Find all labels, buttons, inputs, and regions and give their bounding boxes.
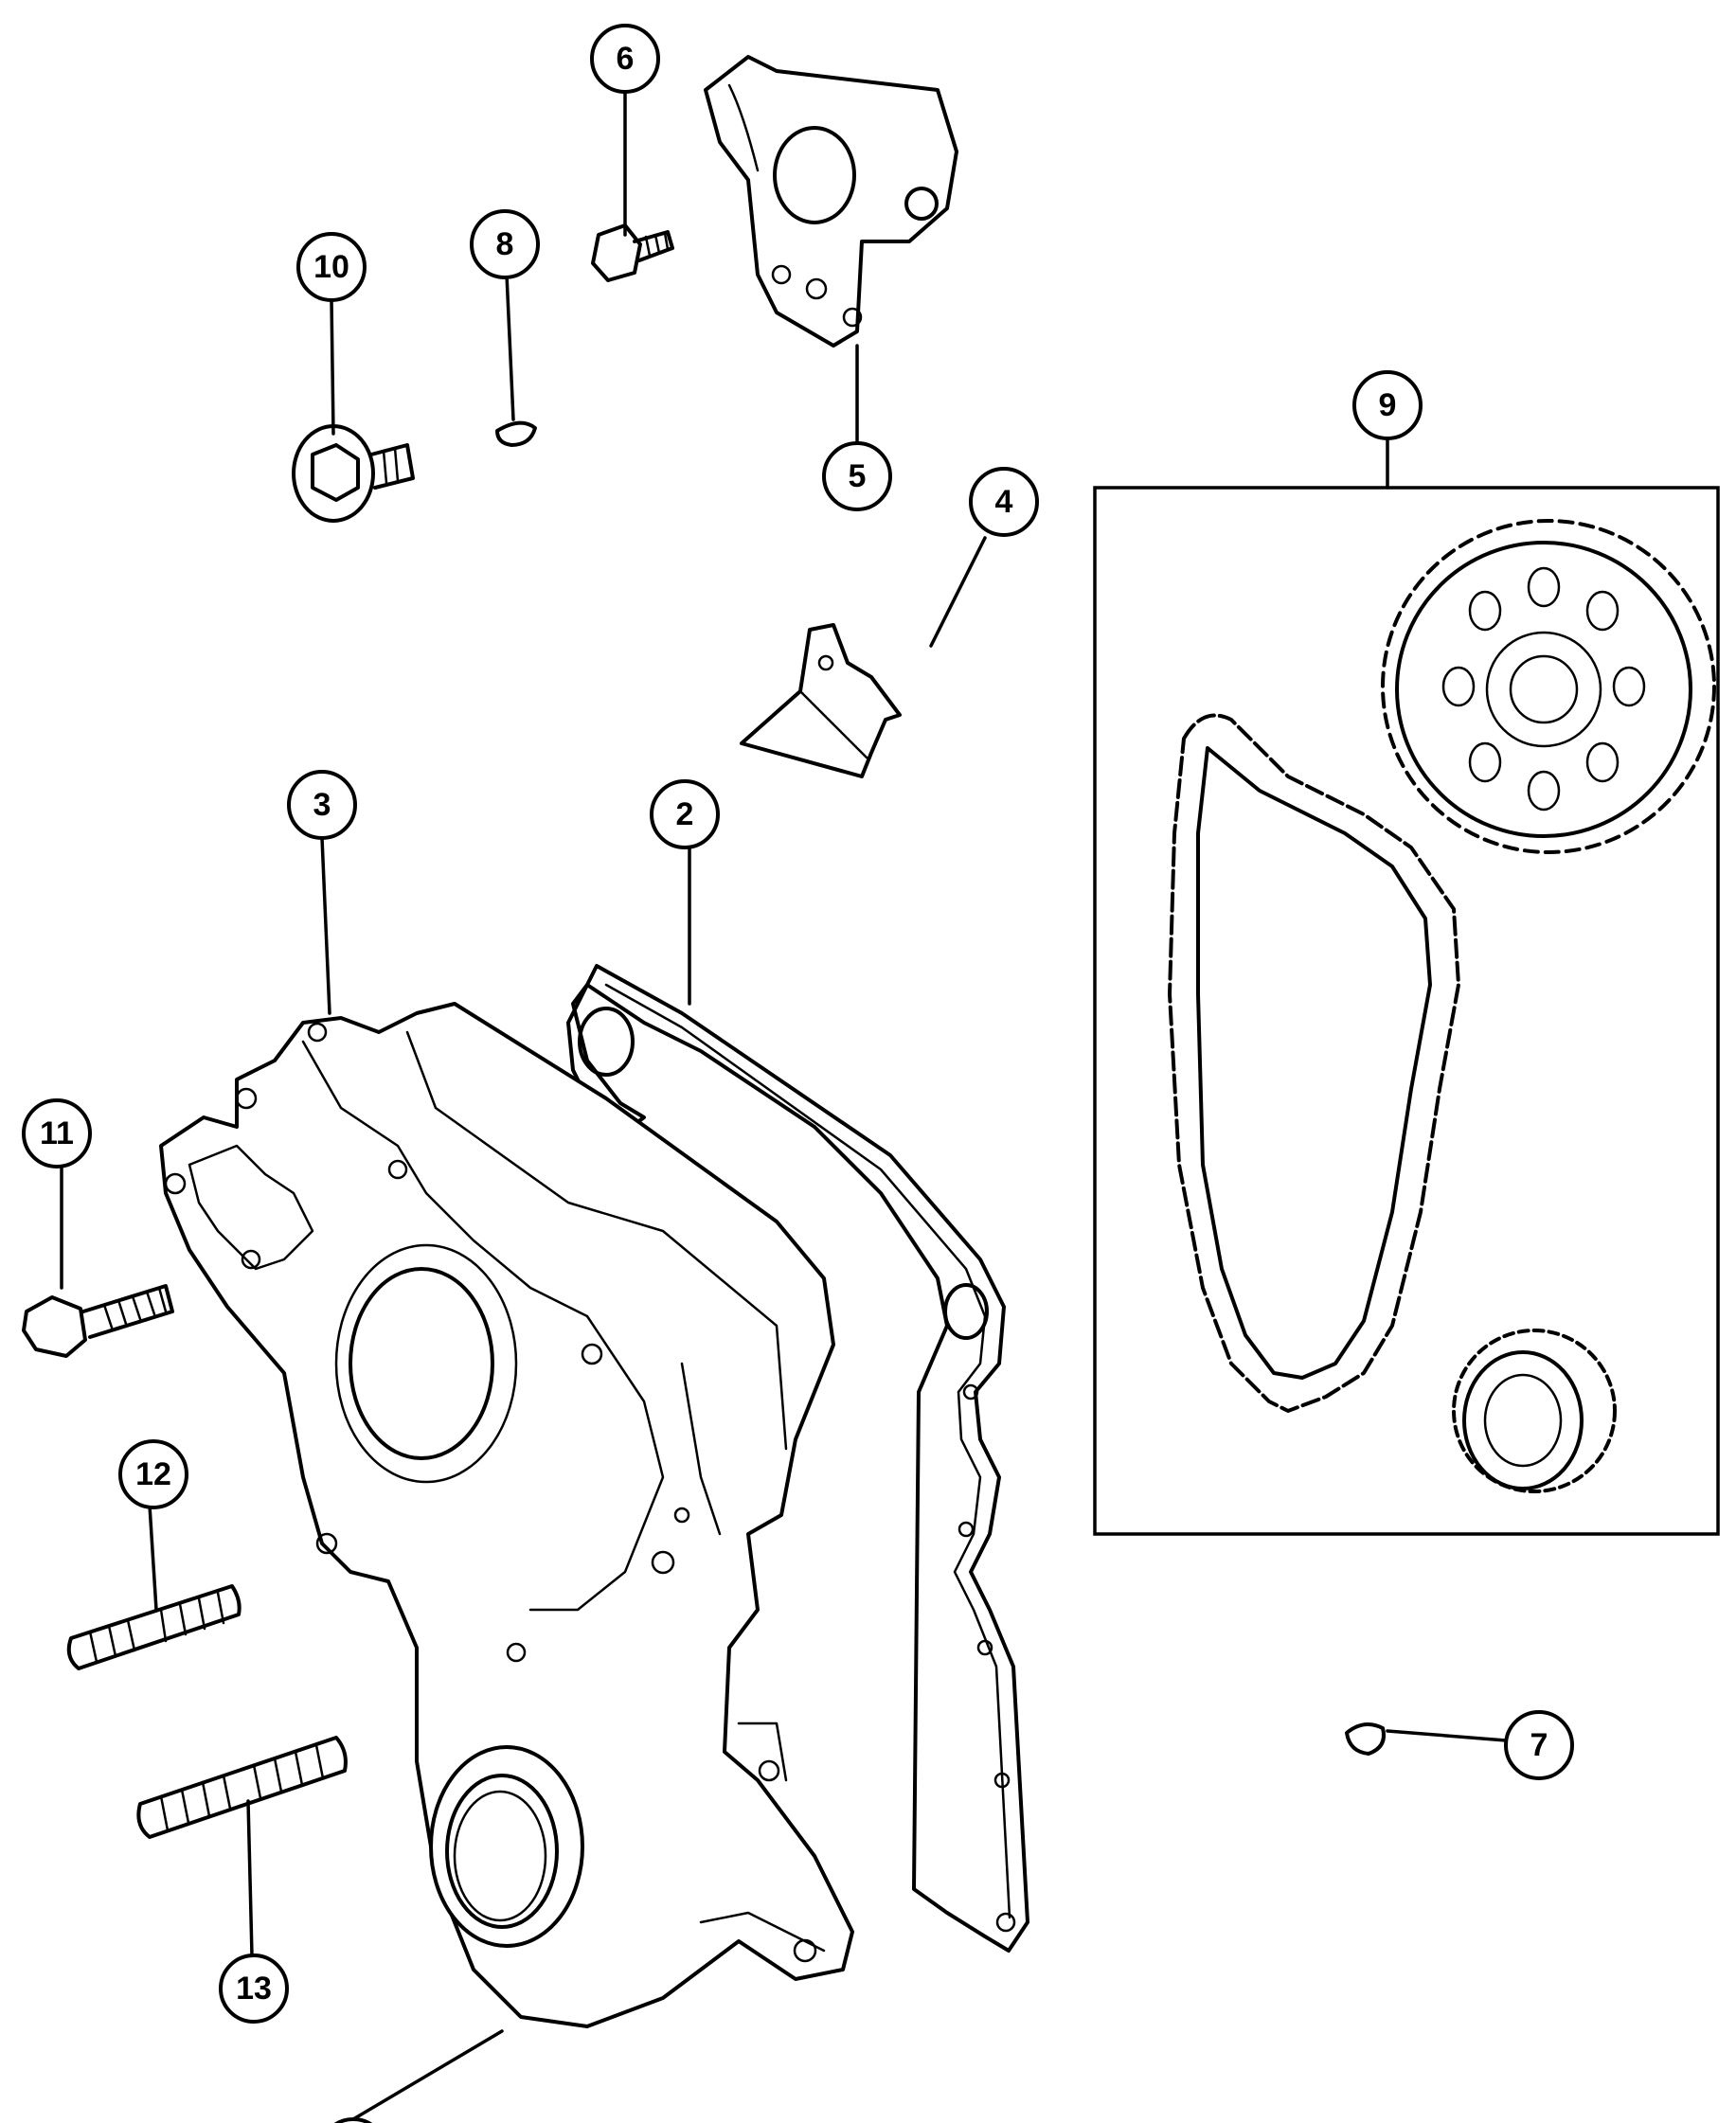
- svg-text:9: 9: [1379, 387, 1397, 423]
- callout-1: 1: [333, 2117, 373, 2123]
- callout-2: 2: [650, 779, 720, 849]
- part-12-stud: [66, 1584, 242, 1670]
- svg-text:3: 3: [313, 787, 331, 823]
- svg-text:13: 13: [236, 1971, 272, 2007]
- svg-text:12: 12: [135, 1456, 171, 1492]
- callout-6: 6: [590, 24, 660, 94]
- part-2-gasket: [566, 964, 1029, 1953]
- timing-kit-box: [1093, 486, 1720, 1536]
- callout-9: 9: [1352, 370, 1423, 440]
- part-5-plate: [704, 55, 958, 348]
- svg-text:10: 10: [313, 249, 349, 285]
- callout-7: 7: [1504, 1710, 1574, 1780]
- svg-text:11: 11: [40, 1115, 74, 1151]
- part-9-cam-sprocket: [1381, 519, 1716, 854]
- part-4-bracket: [740, 623, 902, 778]
- svg-text:4: 4: [995, 484, 1013, 520]
- svg-text:2: 2: [676, 796, 694, 832]
- svg-text:8: 8: [496, 226, 514, 262]
- part-6-bolt: [591, 223, 674, 282]
- callout-5: 5: [822, 441, 892, 511]
- part-1-timing-cover: [159, 1002, 854, 2028]
- svg-text:6: 6: [617, 41, 635, 77]
- callout-10: 10: [296, 232, 367, 302]
- callout-4: 4: [969, 467, 1039, 537]
- callout-13: 13: [219, 1954, 289, 2024]
- part-9-timing-chain: [1168, 713, 1460, 1413]
- part-7-key: [1345, 1722, 1386, 1756]
- callout-3: 3: [287, 770, 357, 840]
- leader-lines: [60, 88, 1508, 2121]
- part-8-key: [495, 420, 537, 447]
- part-11-bolt: [22, 1284, 174, 1358]
- part-9-crank-sprocket: [1452, 1329, 1617, 1493]
- part-13-stud: [136, 1736, 348, 1839]
- callout-12: 12: [118, 1439, 188, 1509]
- part-10-bolt: [292, 424, 415, 523]
- svg-text:7: 7: [1530, 1727, 1548, 1763]
- svg-text:5: 5: [849, 458, 867, 494]
- callout-8: 8: [470, 209, 540, 279]
- callout-11: 11: [22, 1098, 92, 1169]
